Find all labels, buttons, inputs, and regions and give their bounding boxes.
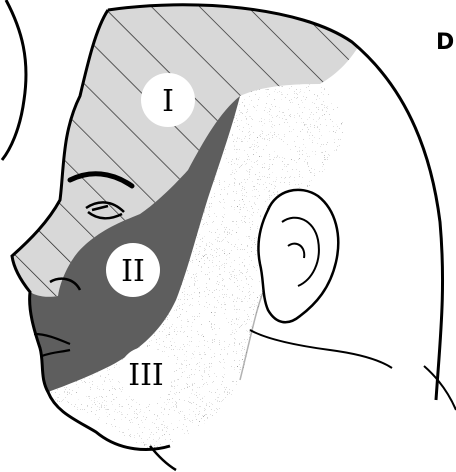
zone-ii-label: II [121,254,145,289]
zone-iii-label-disc: III [119,347,173,401]
hairline-curve [2,0,26,160]
zone-i-label: I [162,84,174,119]
zone-iii-label: III [128,358,164,393]
panel-letter: D [436,32,454,54]
zone-ii-label-disc: II [106,243,160,297]
zone-i-label-disc: I [141,73,195,127]
